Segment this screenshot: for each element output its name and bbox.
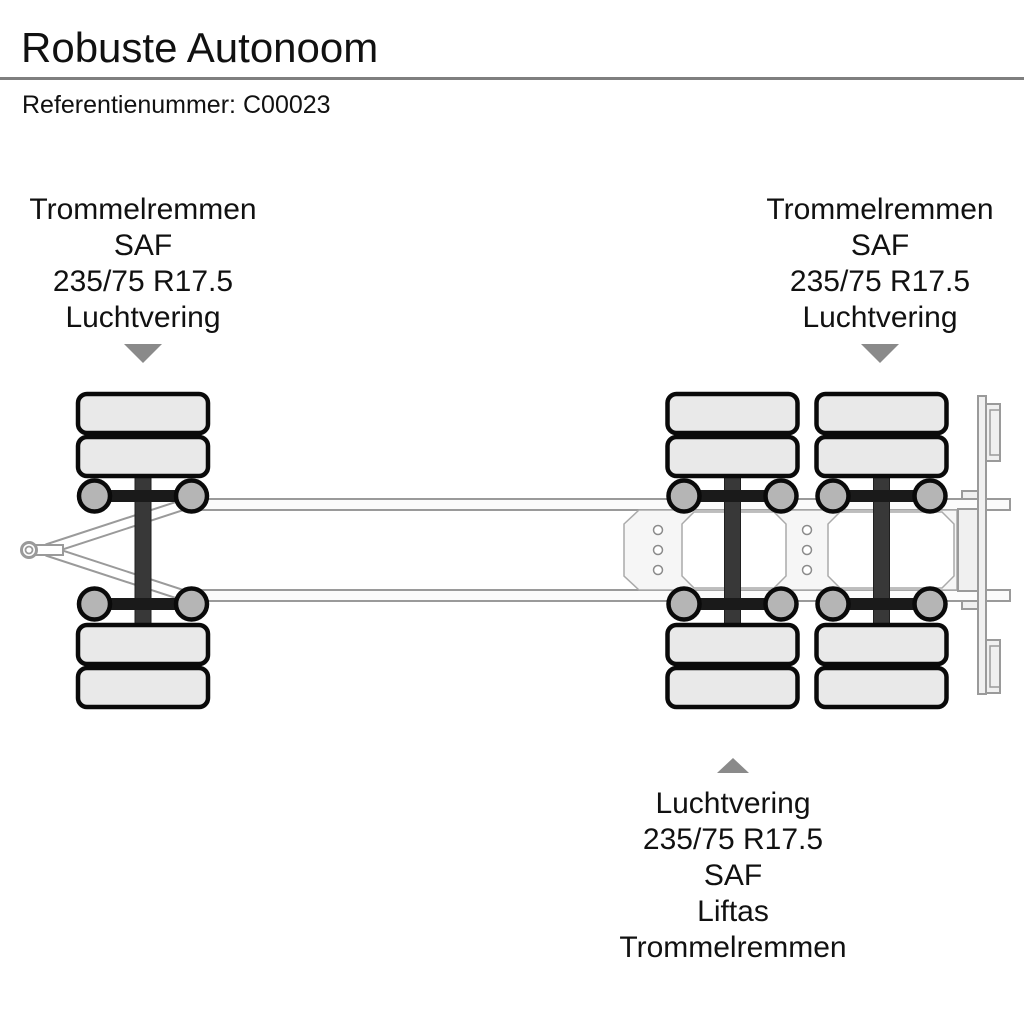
annotation-line: SAF <box>850 229 910 262</box>
annotation-line: SAF <box>113 229 173 262</box>
annotation-line: Luchtvering <box>655 787 811 820</box>
up-arrow-icon <box>717 758 749 773</box>
annotation-line: 235/75 R17.5 <box>642 823 824 856</box>
annotation-line: Liftas <box>697 895 769 928</box>
reference-number: Referentienummer:C00023 <box>22 91 331 120</box>
down-arrow-icon <box>124 344 162 363</box>
listing-title: Robuste Autonoom <box>21 24 379 71</box>
lift-axle-annotation: Luchtvering 235/75 R17.5 SAF Liftas Trom… <box>573 786 893 966</box>
title-divider <box>0 77 1024 80</box>
subframe <box>623 509 958 591</box>
plate-hole <box>652 524 664 536</box>
front-axle-annotation: Trommelremmen SAF 235/75 R17.5 Luchtveri… <box>0 192 303 336</box>
plate-hole <box>801 524 813 536</box>
rear-bumper <box>957 395 1001 695</box>
rear-axle-annotation: Trommelremmen SAF 235/75 R17.5 Luchtveri… <box>720 192 1024 336</box>
plate-hole <box>652 544 664 556</box>
plate-hole <box>801 564 813 576</box>
down-arrow-icon <box>861 344 899 363</box>
annotation-line: Trommelremmen <box>619 931 847 964</box>
annotation-line: 235/75 R17.5 <box>789 265 971 298</box>
annotation-line: SAF <box>703 859 763 892</box>
plate-hole <box>652 564 664 576</box>
annotation-line: Luchtvering <box>802 301 958 334</box>
annotation-line: 235/75 R17.5 <box>52 265 234 298</box>
annotation-line: Luchtvering <box>65 301 221 334</box>
axle-assembly-front <box>78 394 208 707</box>
drawbar <box>20 493 201 607</box>
chassis-schematic <box>20 380 1011 720</box>
plate-hole <box>801 544 813 556</box>
crossmember-plate-holes <box>652 524 813 576</box>
annotation-line: Trommelremmen <box>29 193 257 226</box>
annotation-line: Trommelremmen <box>766 193 994 226</box>
reference-value: C00023 <box>242 91 331 119</box>
reference-label: Referentienummer: <box>22 91 236 119</box>
